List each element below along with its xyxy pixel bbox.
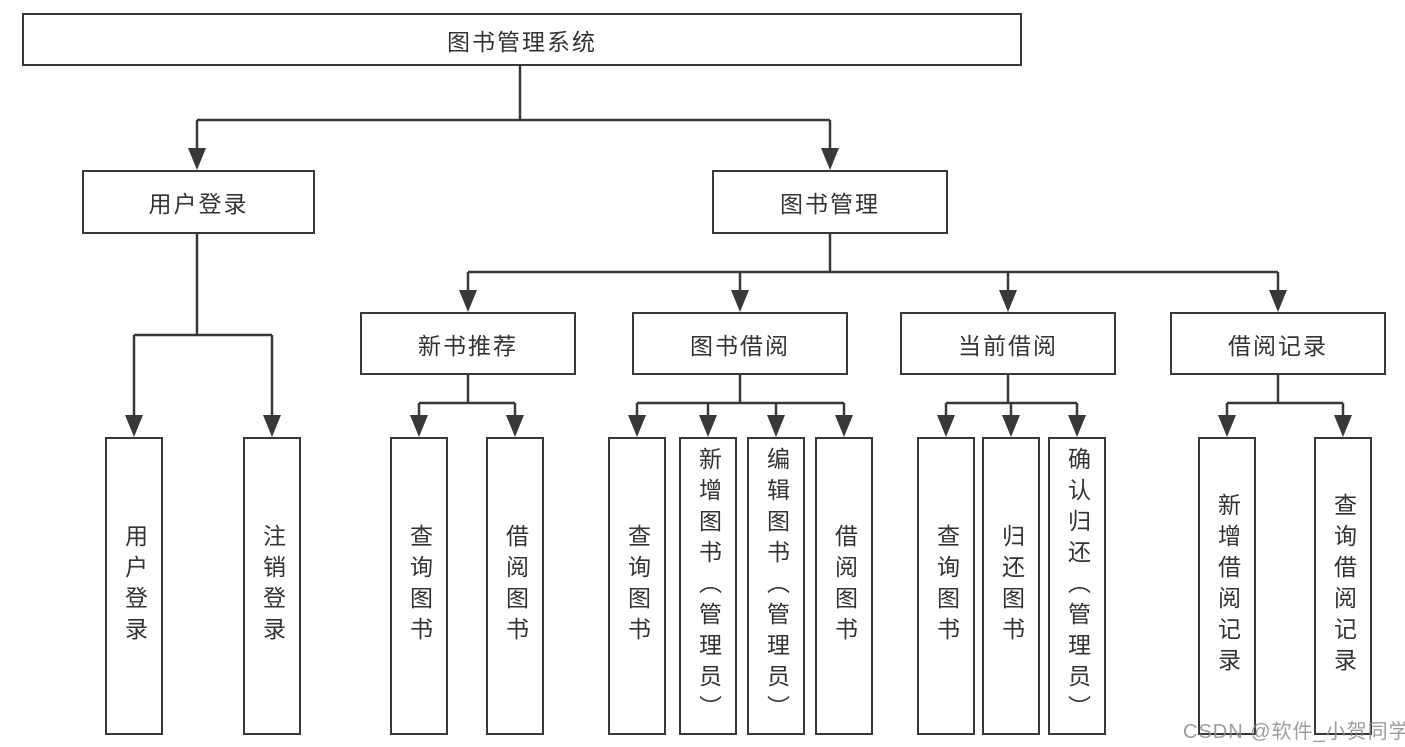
node-label: 查询图书 [406,524,433,648]
node-label: 注销登录 [259,524,286,648]
node-label: 用户登录 [148,191,249,217]
node-label: 查询图书 [624,524,651,648]
node-label: 图书借阅 [690,332,790,359]
leaf-borrow-books-recommend: 借阅图书 [486,437,544,735]
node-label: 图书管理 [780,191,880,217]
leaf-edit-book-admin: 编辑图书（管理员） [747,437,805,735]
node-label: 新书推荐 [418,332,518,359]
node-label: 借阅记录 [1228,332,1328,359]
leaf-query-books-current: 查询图书 [917,437,975,735]
leaf-query-books-recommend: 查询图书 [390,437,448,735]
node-label: 确认归还（管理员） [1064,446,1091,726]
leaf-borrow-books: 借阅图书 [815,437,873,735]
node-current-borrow: 当前借阅 [900,312,1116,375]
node-library-management-system: 图书管理系统 [22,13,1022,66]
node-book-borrow: 图书借阅 [632,312,848,375]
node-label: 借阅图书 [831,524,858,648]
arrowheads [125,148,1352,437]
node-new-book-recommend: 新书推荐 [360,312,576,375]
leaf-add-borrow-record: 新增借阅记录 [1198,437,1256,735]
leaf-query-borrow-record: 查询借阅记录 [1314,437,1372,735]
node-label: 查询借阅记录 [1330,493,1357,679]
node-label: 新增借阅记录 [1214,493,1241,679]
node-label: 当前借阅 [958,332,1058,359]
node-label: 借阅图书 [502,524,529,648]
leaf-return-books: 归还图书 [982,437,1040,735]
node-label: 图书管理系统 [447,28,597,55]
node-label: 用户登录 [121,524,148,648]
leaf-user-login: 用户登录 [105,437,163,735]
node-label: 归还图书 [998,524,1025,648]
node-borrow-records: 借阅记录 [1170,312,1386,375]
leaf-logout: 注销登录 [243,437,301,735]
csdn-watermark: CSDN @软件_小贺同学 [1183,721,1405,743]
node-label: 编辑图书（管理员） [763,446,790,726]
leaf-confirm-return-admin: 确认归还（管理员） [1048,437,1106,735]
leaf-add-book-admin: 新增图书（管理员） [679,437,737,735]
node-label: 查询图书 [933,524,960,648]
leaf-query-books-borrow: 查询图书 [608,437,666,735]
node-label: 新增图书（管理员） [695,446,722,726]
node-book-management: 图书管理 [712,170,948,234]
node-user-login: 用户登录 [82,170,315,234]
